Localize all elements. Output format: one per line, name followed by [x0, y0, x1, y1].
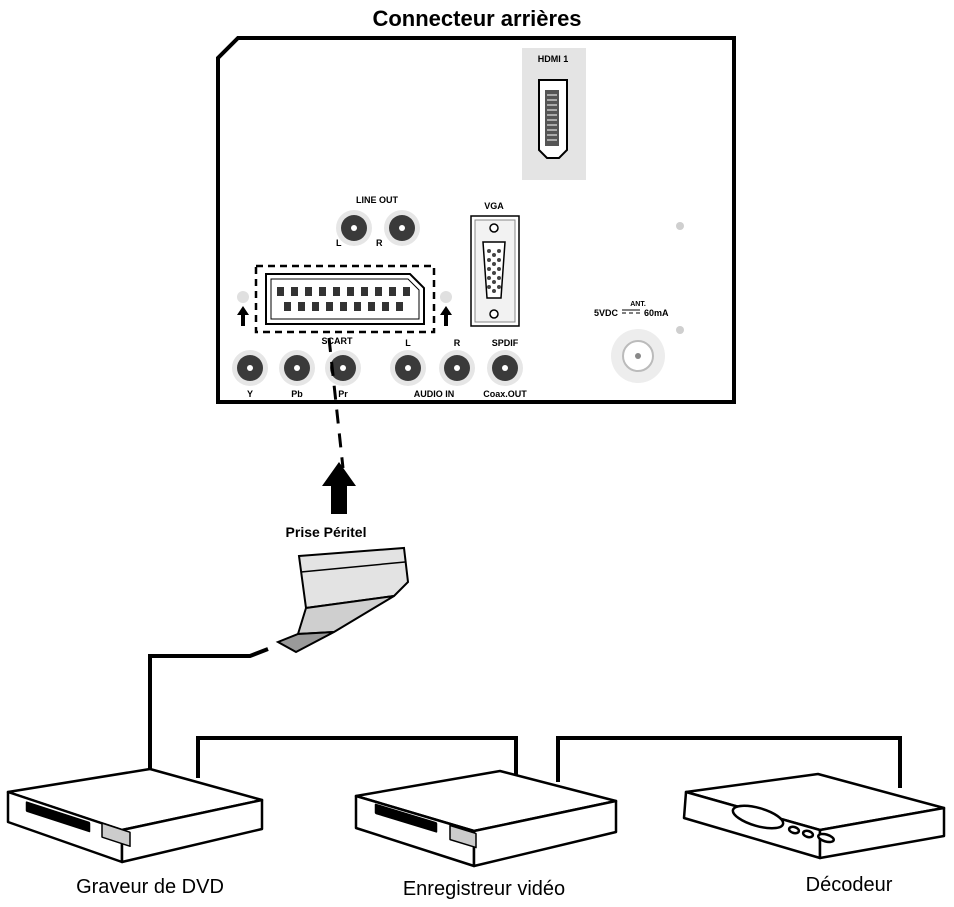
scart-label: SCART [322, 336, 354, 346]
vcr-icon [354, 769, 618, 868]
antenna-voltage: 5VDC [594, 308, 619, 318]
audio-in-right-label: R [454, 338, 461, 348]
decoder-icon [682, 772, 946, 860]
device-caption-vcr: Enregistreur vidéo [402, 878, 566, 900]
device-caption-decoder: Décodeur [805, 874, 893, 896]
hdmi-label: HDMI 1 [538, 54, 569, 64]
spdif-jack: SPDIF Coax.OUT [483, 338, 527, 399]
antenna-port: ANT. 5VDC 60mA [594, 301, 669, 383]
line-out-label: LINE OUT [356, 195, 399, 205]
scart-port: SCART [254, 264, 436, 346]
hdmi-port: HDMI 1 [522, 48, 586, 180]
diagram-title: Connecteur arrières [372, 6, 582, 31]
line-out-left: L [336, 238, 342, 248]
scart-dashed-link [327, 337, 345, 469]
scart-arrow-left-icon [237, 306, 249, 326]
device-caption-dvd: Graveur de DVD [76, 876, 224, 898]
line-out-right: R [376, 238, 383, 248]
insert-arrow-icon [322, 462, 356, 514]
audio-in-label: AUDIO IN [414, 389, 455, 399]
jack-pb-label: Pb [291, 389, 303, 399]
spdif-label: SPDIF [492, 338, 519, 348]
dvd-recorder-icon [6, 767, 264, 864]
line-out-group: LINE OUT L R [336, 195, 420, 248]
antenna-current: 60mA [644, 308, 669, 318]
component-jacks: Y Pb Pr [232, 350, 361, 399]
scart-arrow-right-icon [440, 306, 452, 326]
vga-label: VGA [484, 201, 504, 211]
audio-in-jacks: L R AUDIO IN [390, 338, 475, 399]
coax-out-label: Coax.OUT [483, 389, 527, 399]
jack-y-label: Y [247, 389, 253, 399]
scart-plug-icon [275, 546, 410, 654]
plug-label: Prise Péritel [286, 524, 367, 540]
jack-pr-label: Pr [338, 389, 348, 399]
cables [148, 647, 902, 788]
antenna-label: ANT. [630, 301, 646, 308]
vga-port: VGA [470, 201, 520, 327]
audio-in-left-label: L [405, 338, 411, 348]
